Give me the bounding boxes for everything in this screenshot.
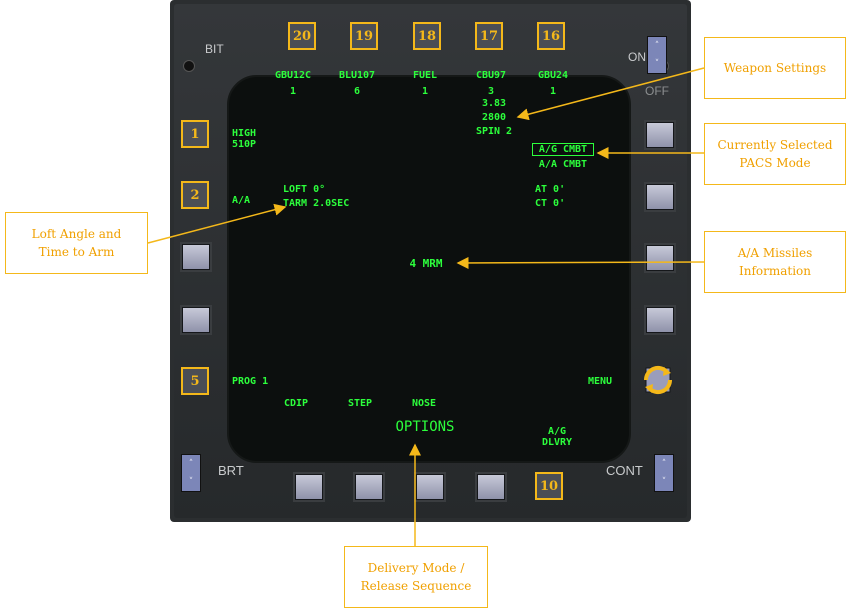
osb-2-button[interactable]: 2 — [181, 181, 209, 209]
chevron-up-icon: ˄ — [654, 41, 660, 51]
osb-8-button[interactable] — [416, 474, 444, 500]
at-value: AT 0' — [535, 184, 566, 195]
options-label: OPTIONS — [395, 419, 455, 435]
aa-missiles: 4 MRM — [409, 257, 443, 270]
ag-label: A/G — [547, 426, 567, 437]
osb-4-button[interactable] — [182, 307, 210, 333]
station-3-qty: 1 — [421, 86, 429, 97]
station-1-qty: 1 — [289, 86, 297, 97]
osb-6-button[interactable] — [295, 474, 323, 500]
station-5-name: GBU24 — [537, 70, 569, 81]
mfd-screen — [227, 75, 631, 463]
osb-17-button[interactable]: 17 — [475, 22, 503, 50]
weapon-setting-2: 2800 — [481, 112, 507, 123]
high-label: HIGH — [232, 128, 257, 139]
osb-1-button[interactable]: 1 — [181, 120, 209, 148]
osb-3-button[interactable] — [182, 244, 210, 270]
osb-18-button[interactable]: 18 — [413, 22, 441, 50]
osb-16-button[interactable]: 16 — [537, 22, 565, 50]
aa-label: A/A — [232, 195, 251, 206]
bit-label: BIT — [205, 42, 224, 56]
osb-14-button[interactable] — [646, 184, 674, 210]
chevron-up-icon: ˄ — [661, 459, 667, 469]
weapon-setting-1: 3.83 — [481, 98, 507, 109]
weapon-setting-3: SPIN 2 — [475, 126, 513, 137]
loft-angle: LOFT 0° — [283, 184, 326, 195]
osb-13-button[interactable] — [646, 245, 674, 271]
station-1-name: GBU12C — [274, 70, 312, 81]
osb-11-rotate-icon[interactable] — [640, 364, 676, 396]
osb-15-button[interactable] — [646, 122, 674, 148]
osb-10-button[interactable]: 10 — [535, 472, 563, 500]
station-3-name: FUEL — [412, 70, 438, 81]
osb-20-button[interactable]: 20 — [288, 22, 316, 50]
pacs-other: A/A CMBT — [538, 159, 588, 170]
cont-label: CONT — [606, 463, 643, 478]
step-label: STEP — [347, 398, 373, 409]
off-label: OFF — [645, 84, 669, 98]
pacs-selected[interactable]: A/G CMBT — [532, 143, 594, 156]
bezel-screw — [183, 60, 195, 72]
on-off-rocker[interactable]: ˄˅ — [647, 36, 667, 74]
cdip-label: CDIP — [283, 398, 309, 409]
chevron-down-icon: ˅ — [654, 59, 660, 69]
nose-label: NOSE — [411, 398, 437, 409]
chevron-up-icon: ˄ — [188, 459, 194, 469]
delivery-mode-callout: Delivery Mode /Release Sequence — [344, 546, 488, 608]
station-2-name: BLU107 — [338, 70, 376, 81]
station-5-qty: 1 — [549, 86, 557, 97]
osb-7-button[interactable] — [355, 474, 383, 500]
station-2-qty: 6 — [353, 86, 361, 97]
osb-12-button[interactable] — [646, 307, 674, 333]
station-4-name: CBU97 — [475, 70, 507, 81]
ct-value: CT 0' — [535, 198, 566, 209]
brt-label: BRT — [218, 463, 244, 478]
on-label: ON — [628, 50, 646, 64]
chevron-down-icon: ˅ — [661, 477, 667, 487]
osb-19-button[interactable]: 19 — [350, 22, 378, 50]
dlvry-label: DLVRY — [541, 437, 573, 448]
osb-5-button[interactable]: 5 — [181, 367, 209, 395]
weapon-settings-callout: Weapon Settings — [704, 37, 846, 99]
tarm-value: TARM 2.0SEC — [283, 198, 350, 209]
high-sub-label: 510P — [232, 139, 257, 150]
menu-label: MENU — [588, 376, 613, 387]
brt-rocker[interactable]: ˄˅ — [181, 454, 201, 492]
cont-rocker[interactable]: ˄˅ — [654, 454, 674, 492]
osb-9-button[interactable] — [477, 474, 505, 500]
station-4-qty: 3 — [487, 86, 495, 97]
chevron-down-icon: ˅ — [188, 477, 194, 487]
prog-label: PROG 1 — [232, 376, 269, 387]
